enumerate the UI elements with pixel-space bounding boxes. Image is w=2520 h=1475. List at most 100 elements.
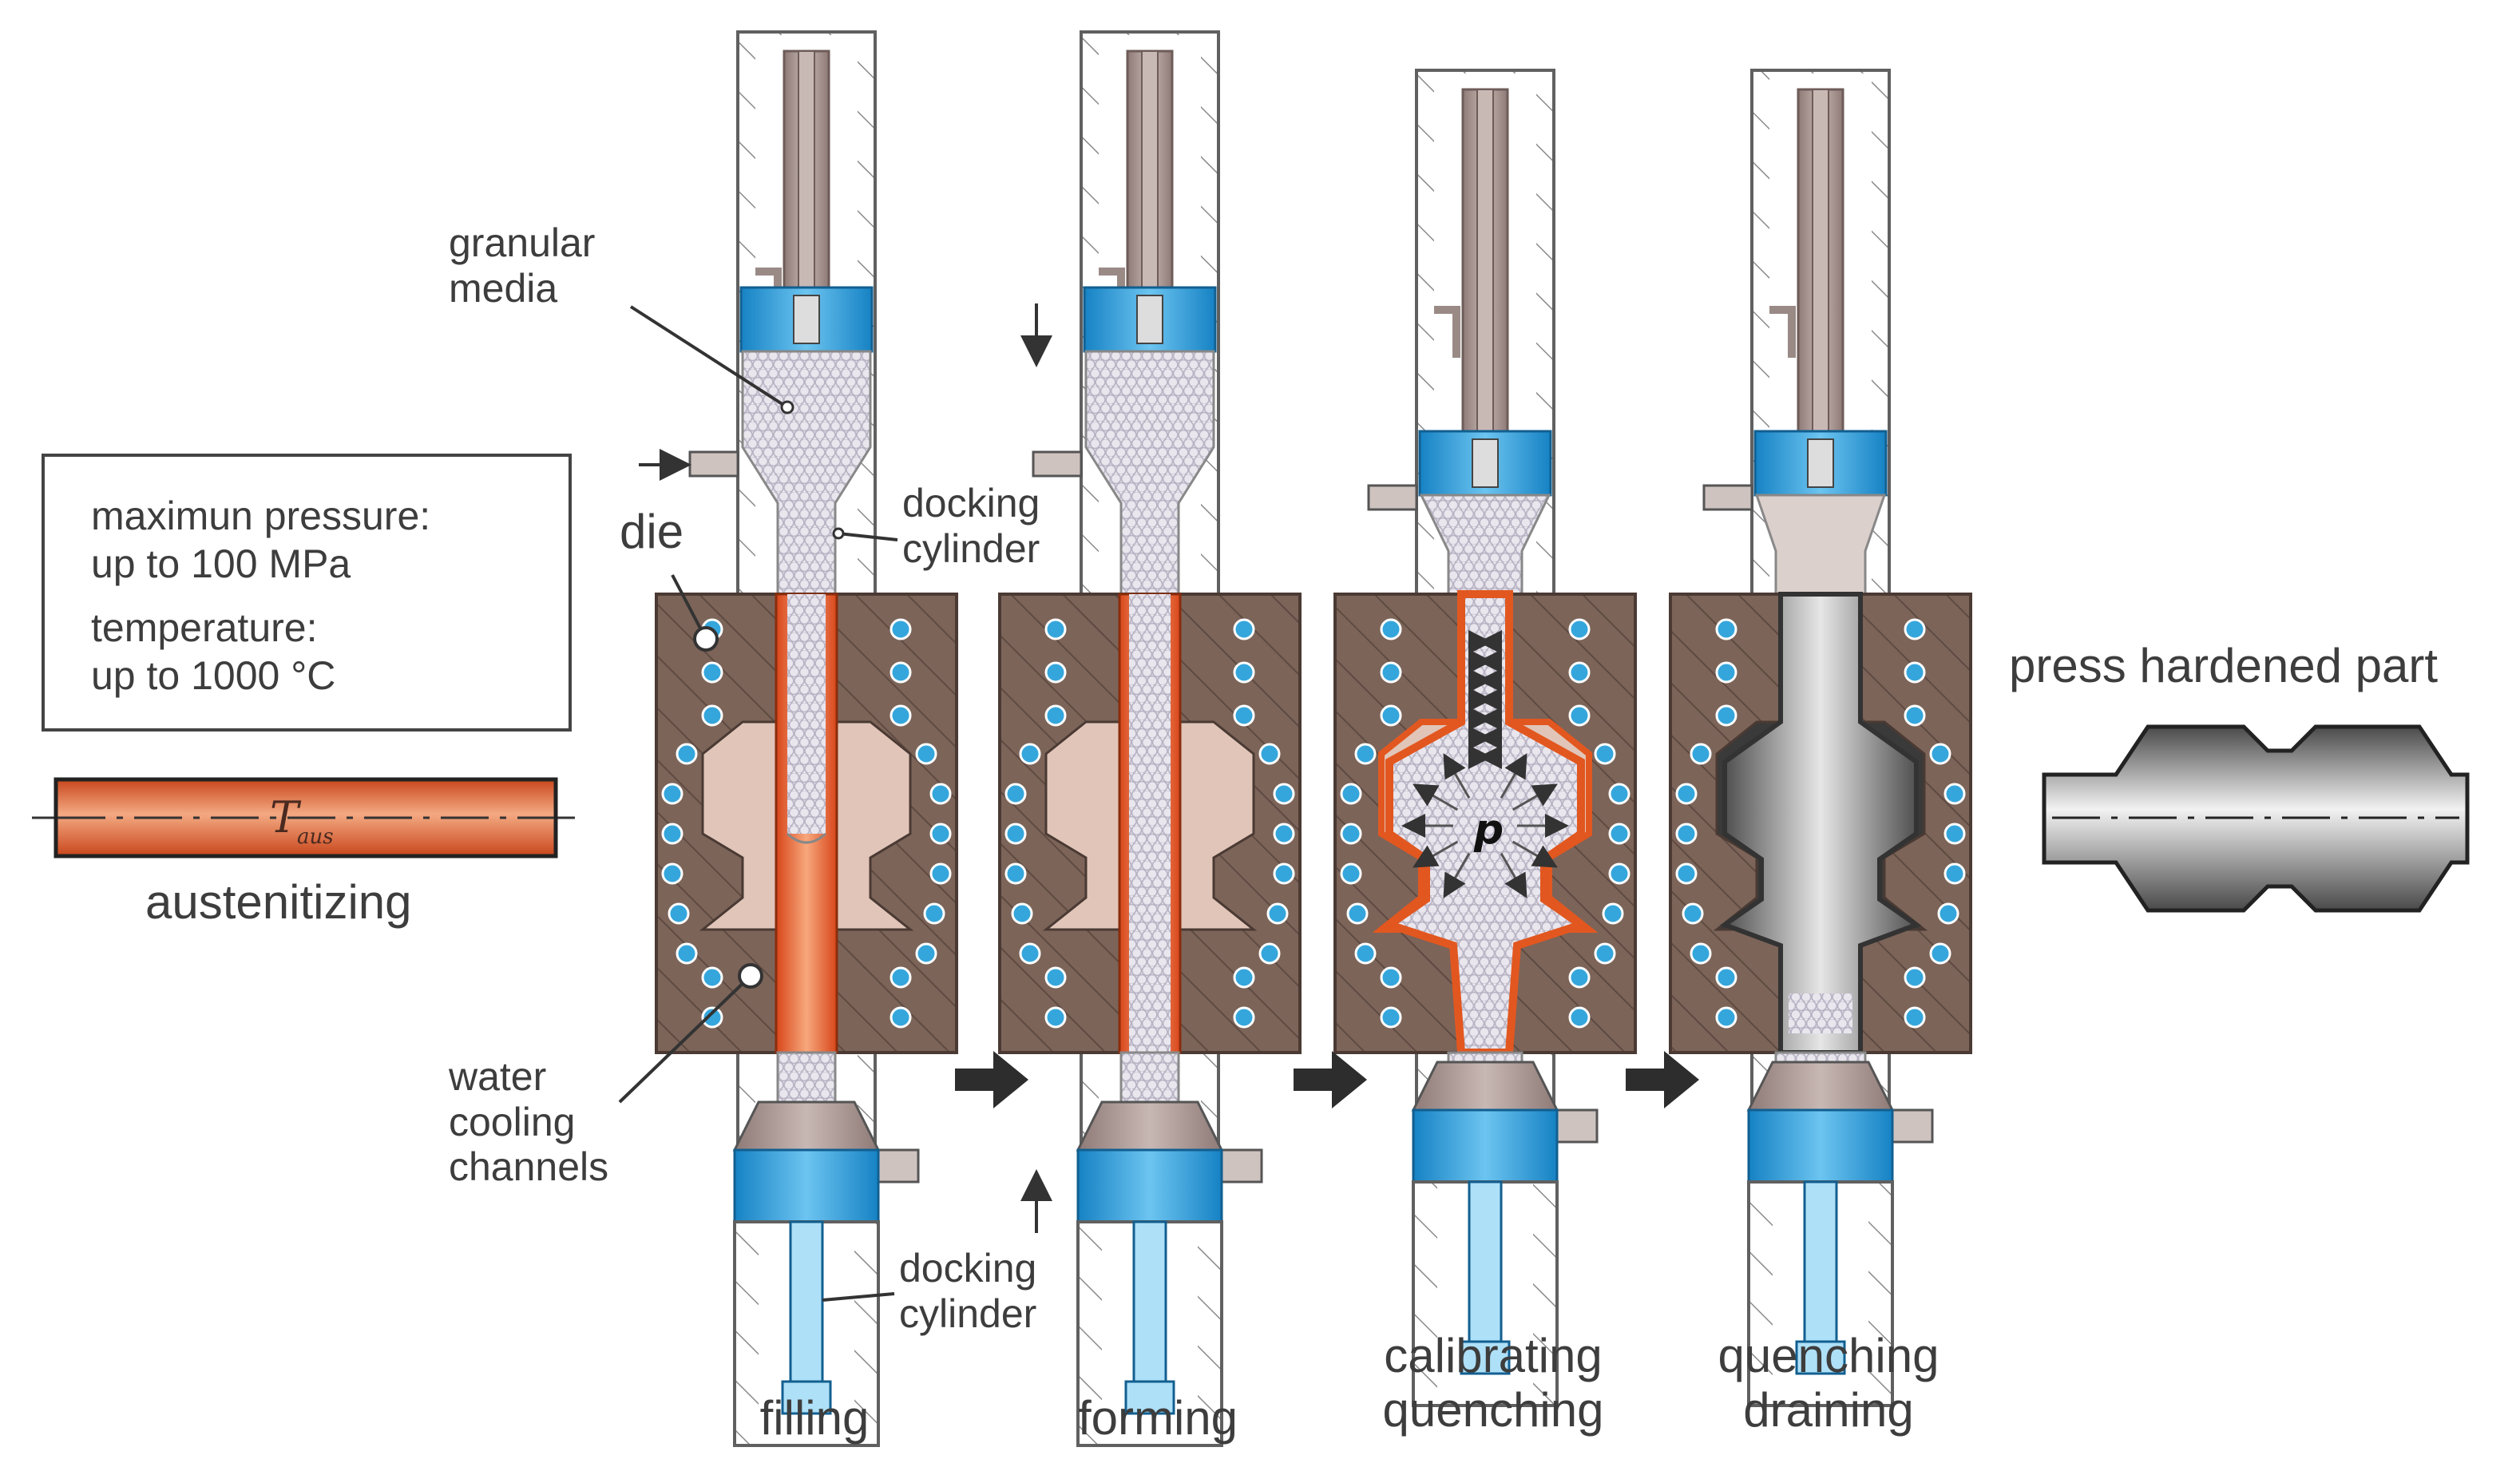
blue-piston-lower: [1747, 1108, 1894, 1184]
upper-port-pipe: [1769, 306, 1796, 358]
cooling-channel: [1004, 862, 1027, 885]
cooling-channel: [1004, 823, 1027, 845]
cooling-channel: [1258, 942, 1281, 965]
pressure-symbol: p: [1473, 806, 1504, 854]
cooling-channel: [1608, 823, 1630, 845]
cooling-channel: [668, 902, 690, 925]
stage-draining: [1669, 69, 1972, 1407]
cooling-channel: [1273, 862, 1295, 885]
pressure-title: maximun pressure:: [91, 494, 431, 538]
process-arrows: [955, 1051, 1699, 1108]
cooling-channel: [1675, 783, 1698, 805]
radial-pressure-arrow: [1500, 852, 1527, 898]
cooling-channel: [1568, 704, 1591, 727]
radial-pressure-arrow: [1443, 852, 1471, 898]
cooling-channel: [1380, 1006, 1402, 1029]
cooling-channels: [1340, 618, 1630, 1029]
cooling-channel: [1340, 783, 1362, 805]
cooling-channel: [1011, 902, 1033, 925]
lower-rod-foot: [1124, 1380, 1175, 1415]
leader-dot: [693, 626, 719, 652]
cooling-channel: [1568, 661, 1591, 684]
lower-cone: [1411, 1061, 1559, 1112]
outlet-nozzle: [1220, 1148, 1263, 1184]
cooling-channel: [1904, 966, 1926, 989]
inlet-nozzle: [1032, 450, 1083, 478]
cooling-channel: [1904, 618, 1926, 640]
cooling-channel: [1568, 618, 1591, 640]
leader-dot: [832, 527, 845, 540]
cooling-channel: [1044, 1006, 1067, 1029]
cooling-channel: [1690, 942, 1712, 965]
cooling-channel: [1233, 966, 1255, 989]
cooling-channel: [1568, 1006, 1591, 1029]
cooling-channel: [1608, 862, 1630, 885]
austenitizing-label: austenitizing: [145, 875, 412, 929]
process-arrow-icon: [1626, 1051, 1699, 1108]
outlet-nozzle: [1891, 1108, 1934, 1144]
upper-port-pipe: [1434, 306, 1460, 358]
cooling-channel: [701, 966, 723, 989]
lower-rod-foot: [781, 1380, 832, 1415]
cooling-channel: [1258, 743, 1281, 765]
cooling-channel: [661, 862, 683, 885]
stage-calibrating: p: [1333, 69, 1637, 1407]
cooling-channel: [890, 618, 912, 640]
cooling-channel: [1019, 743, 1041, 765]
cooling-channel: [1904, 704, 1926, 727]
process-parameters-box: maximun pressure: up to 100 MPa temperat…: [42, 454, 572, 732]
cooling-channel: [1682, 902, 1704, 925]
stage-label-filling: filling: [759, 1391, 870, 1445]
die-block: [998, 593, 1302, 1054]
cooling-channel: [1380, 966, 1402, 989]
leader-lines: [618, 305, 898, 1302]
cooling-channel: [929, 862, 952, 885]
stage-filling: [655, 30, 958, 1447]
cooling-channel: [915, 743, 937, 765]
radial-pressure-arrow: [1413, 783, 1459, 811]
blue-piston-lower: [733, 1148, 880, 1223]
cooling-channel: [701, 704, 723, 727]
cooling-channel: [1943, 783, 1966, 805]
lower-rod: [1132, 1220, 1167, 1383]
cooling-channel: [1715, 704, 1737, 727]
leader-dot: [780, 400, 794, 414]
lower-cone: [732, 1100, 881, 1152]
cooling-leader: [618, 974, 752, 1104]
lower-rod: [789, 1220, 824, 1383]
cooling-channel: [1004, 783, 1027, 805]
cooling-channel: [1715, 618, 1737, 640]
cooling-channel: [1044, 661, 1067, 684]
outlet-nozzle: [877, 1148, 920, 1184]
hardened-part-body: [2042, 724, 2470, 913]
cooling-channel: [676, 743, 698, 765]
piston-seal-upper: [1807, 438, 1834, 488]
granular-media-leader: [629, 305, 789, 409]
press-hardened-part: [2042, 724, 2470, 913]
lower-rod-foot: [1795, 1340, 1846, 1375]
cooling-channel: [1233, 704, 1255, 727]
tube-temperature-symbol: T: [270, 792, 302, 843]
stage-label-quenching-draining: quenching draining: [1718, 1329, 1940, 1437]
cooling-channel: [701, 1006, 723, 1029]
cooling-channel: [1608, 783, 1630, 805]
piston-seal-upper: [1472, 438, 1499, 488]
tube-temperature-subscript: aus: [297, 825, 334, 849]
cooling-channel: [1354, 743, 1377, 765]
cooling-channel: [1233, 661, 1255, 684]
cooling-channel: [923, 902, 945, 925]
die-label: die: [620, 505, 684, 558]
cooling-channel: [1929, 942, 1951, 965]
cooling-channel: [1340, 823, 1362, 845]
cooling-channel: [1233, 1006, 1255, 1029]
granular-media-upper: [1754, 494, 1887, 609]
cooling-channel: [1594, 942, 1616, 965]
cooling-channel: [701, 661, 723, 684]
inlet-nozzle: [1702, 484, 1753, 511]
process-arrow-icon: [955, 1051, 1028, 1108]
piston-seal-upper: [793, 295, 820, 344]
cooling-channel: [1929, 743, 1951, 765]
inlet-nozzle: [688, 450, 739, 478]
cooling-channel: [1380, 661, 1402, 684]
